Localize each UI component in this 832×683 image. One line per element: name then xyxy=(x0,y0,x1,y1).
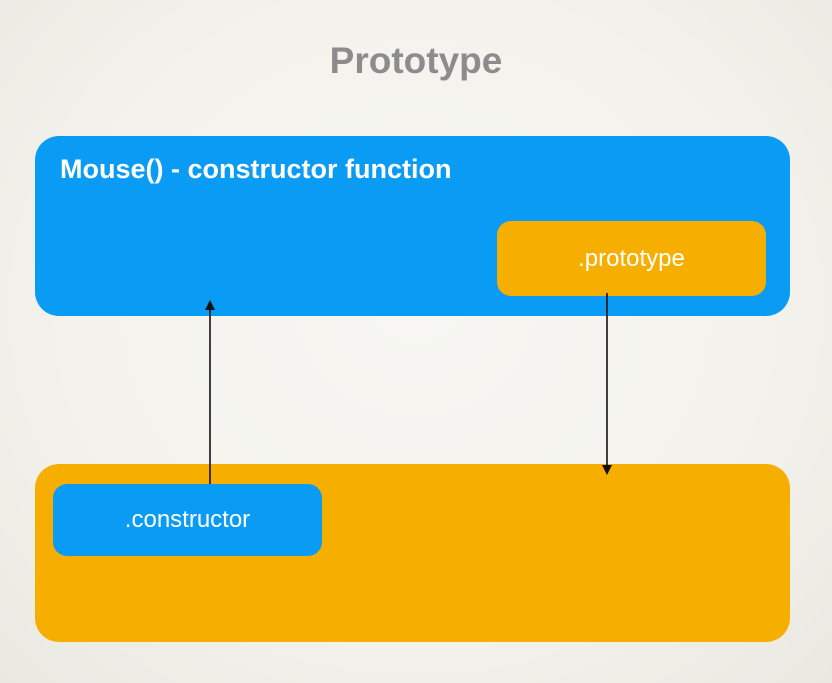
prototype-property-label: .prototype xyxy=(578,244,685,272)
constructor-property-pill: .constructor xyxy=(53,484,322,556)
constructor-property-label: .constructor xyxy=(124,506,251,533)
prototype-property-pill: .prototype xyxy=(497,221,766,296)
slide-title: Prototype xyxy=(329,40,503,81)
constructor-function-heading: Mouse() - constructor function xyxy=(60,154,452,184)
